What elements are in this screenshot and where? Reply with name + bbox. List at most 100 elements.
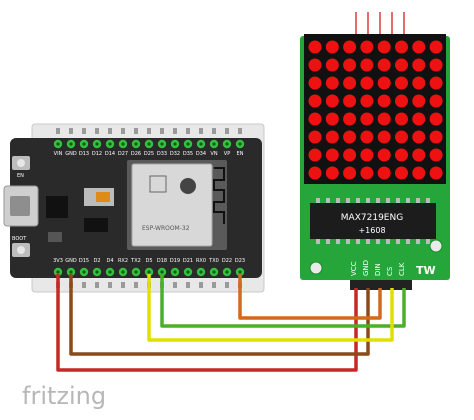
usb-connector <box>3 185 39 227</box>
breadboard-hole <box>95 128 99 134</box>
pin-hole <box>147 270 151 274</box>
led-dot <box>325 76 339 90</box>
breadboard-hole <box>69 128 73 134</box>
led-dot <box>377 112 391 126</box>
svg-text:ESP-WROOM-32: ESP-WROOM-32 <box>142 225 190 232</box>
pin-hole <box>69 270 73 274</box>
chip-leg <box>406 198 410 203</box>
led-dot <box>308 40 322 54</box>
breadboard-hole <box>82 282 86 288</box>
esp-wroom-module: ESP-WROOM-32 <box>127 160 227 250</box>
max7219-chip: MAX7219ENG +1608 <box>310 198 436 244</box>
led-dot <box>308 112 322 126</box>
pin-hole <box>199 142 203 146</box>
chip-leg <box>346 198 350 203</box>
led-dot <box>308 166 322 180</box>
pin-label: D14 <box>105 151 115 157</box>
chip-leg <box>326 198 330 203</box>
led-dot <box>395 148 408 162</box>
chip-leg <box>426 239 430 244</box>
module-pin-label: VCC <box>350 261 358 276</box>
led-dot <box>325 166 339 180</box>
led-dot <box>412 166 426 180</box>
chip-leg <box>346 239 350 244</box>
led-dot <box>395 94 408 108</box>
led-dot <box>377 76 391 90</box>
breadboard-hole <box>186 282 190 288</box>
module-pin-label: DIN <box>374 263 382 276</box>
breadboard-hole <box>108 128 112 134</box>
chip-leg <box>316 198 320 203</box>
breadboard-hole <box>147 128 151 134</box>
led-dot <box>308 76 322 90</box>
led-dot <box>412 58 426 72</box>
led-dot <box>377 130 391 144</box>
led-dot <box>325 58 339 72</box>
led-dot <box>308 94 322 108</box>
module-pin-label: CS <box>386 266 394 276</box>
chip-code: +1608 <box>358 226 385 235</box>
breadboard-hole <box>186 128 190 134</box>
chip-leg <box>366 198 370 203</box>
pin-label: D35 <box>183 151 193 157</box>
led-dot <box>377 58 391 72</box>
pin-hole <box>82 142 86 146</box>
pin-hole <box>186 142 190 146</box>
led-dot <box>325 40 339 54</box>
pin-hole <box>238 270 242 274</box>
wire <box>56 274 358 372</box>
led-dot <box>308 148 322 162</box>
led-matrix <box>308 40 443 180</box>
led-dot <box>412 94 426 108</box>
boot-button[interactable]: BOOT <box>12 236 30 257</box>
pin-hole <box>134 270 138 274</box>
pin-label: D22 <box>222 258 232 264</box>
led-dot <box>360 166 374 180</box>
pin-hole <box>199 270 203 274</box>
led-dot <box>325 148 339 162</box>
pin-label: RX0 <box>196 258 206 264</box>
chip-leg <box>386 239 390 244</box>
breadboard-hole <box>121 128 125 134</box>
usb-uart-chip <box>46 196 68 218</box>
led-dot <box>360 148 374 162</box>
pin-label: EN <box>237 151 244 157</box>
chip-leg <box>376 198 380 203</box>
led-dot <box>360 94 374 108</box>
led-dot <box>429 94 443 108</box>
breadboard-hole <box>160 128 164 134</box>
breadboard-hole <box>95 282 99 288</box>
pin-hole <box>108 142 112 146</box>
pin-hole <box>95 270 99 274</box>
led-dot <box>429 58 443 72</box>
pin-label: D27 <box>118 151 128 157</box>
pin-hole <box>225 270 229 274</box>
breadboard-hole <box>225 282 229 288</box>
en-button[interactable]: EN <box>12 156 30 179</box>
pin-label: D32 <box>170 151 180 157</box>
led-dot <box>308 58 322 72</box>
pin-label: D25 <box>144 151 154 157</box>
chip-label: MAX7219ENG <box>341 213 403 223</box>
pin-label: VIN <box>54 151 63 157</box>
breadboard-hole <box>173 282 177 288</box>
led-dot <box>343 130 357 144</box>
led-dot <box>395 58 408 72</box>
orange-capacitor <box>96 192 110 202</box>
chip-leg <box>366 239 370 244</box>
led-dot <box>360 76 374 90</box>
en-button-label: EN <box>17 173 24 179</box>
led-dot <box>360 112 374 126</box>
chip-leg <box>386 198 390 203</box>
led-dot <box>343 94 357 108</box>
pin-label: D15 <box>79 258 89 264</box>
led-dot <box>308 130 322 144</box>
pin-label: D34 <box>196 151 206 157</box>
led-dot <box>343 40 357 54</box>
smd-part-2 <box>48 232 62 242</box>
module-output-header <box>350 280 412 290</box>
module-logo: TW <box>416 264 436 277</box>
